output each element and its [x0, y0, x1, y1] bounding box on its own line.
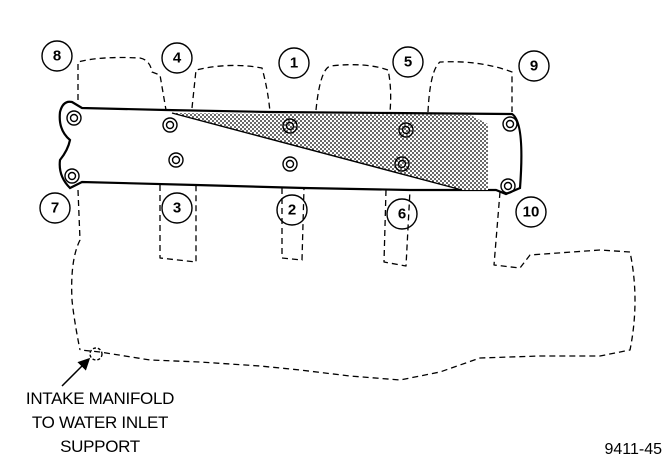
sequence-label-8: 8 — [41, 40, 73, 72]
sequence-label-4: 4 — [161, 42, 193, 74]
sequence-label-5: 5 — [392, 46, 424, 78]
upper-runners — [77, 56, 513, 113]
manifold-gasket — [58, 100, 523, 196]
callout-line-1: INTAKE MANIFOLD — [26, 389, 174, 408]
svg-text:8: 8 — [53, 48, 61, 65]
sequence-label-3: 3 — [161, 192, 193, 224]
bolt-hole — [398, 122, 414, 138]
svg-text:3: 3 — [173, 200, 181, 217]
bolt-hole — [282, 118, 298, 134]
bolt-hole — [66, 110, 82, 126]
svg-text:4: 4 — [173, 50, 182, 67]
callout-leader-arrow — [61, 357, 91, 387]
sequence-label-7: 7 — [39, 192, 71, 224]
svg-text:7: 7 — [51, 200, 59, 217]
svg-text:2: 2 — [288, 202, 296, 219]
bolt-hole — [282, 156, 298, 172]
bolt-hole — [162, 117, 178, 133]
callout-line-3: SUPPORT — [60, 437, 140, 456]
sequence-label-9: 9 — [518, 50, 550, 82]
svg-text:1: 1 — [290, 55, 298, 72]
figure-id: 9411-45 — [604, 441, 662, 458]
bolt-holes — [64, 110, 518, 194]
bolt-hole — [500, 178, 516, 194]
bolt-hole — [64, 168, 80, 184]
callout-label: INTAKE MANIFOLD TO WATER INLET SUPPORT — [26, 389, 175, 456]
svg-text:9: 9 — [530, 58, 538, 75]
sequence-labels: 1 2 3 4 5 6 7 8 — [39, 40, 550, 230]
bolt-hole — [168, 152, 184, 168]
sequence-label-10: 10 — [515, 196, 547, 228]
bolt-hole — [502, 116, 518, 132]
svg-text:6: 6 — [398, 206, 406, 223]
callout-line-2: TO WATER INLET — [32, 413, 168, 432]
sequence-label-2: 2 — [276, 194, 308, 226]
engine-block-outline — [71, 189, 636, 381]
svg-text:5: 5 — [404, 54, 412, 71]
sequence-label-1: 1 — [278, 47, 310, 79]
svg-text:10: 10 — [523, 204, 540, 221]
sequence-label-6: 6 — [386, 198, 418, 230]
bolt-hole — [394, 156, 410, 172]
